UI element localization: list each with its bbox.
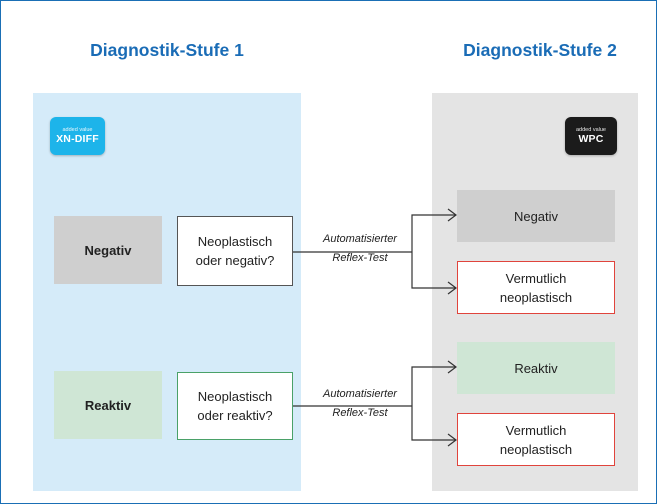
connector-to-vermutlich-1 — [411, 252, 456, 289]
xn-diff-badge-caption: added value — [62, 127, 93, 133]
connector-to-reaktiv — [411, 366, 456, 406]
result-negativ: Negativ — [54, 216, 162, 284]
reflex-test-label-2: Automatisierter Reflex-Test — [310, 385, 410, 423]
outcome-vermutlich-neoplastisch-1: Vermutlich neoplastisch — [457, 261, 615, 314]
outcome-2-line-2: neoplastisch — [499, 441, 573, 457]
reflex-test-label-1-line-1: Automatisierter — [323, 233, 397, 245]
arrowhead-icon — [447, 281, 457, 295]
question-neoplastic-or-negative: Neoplastisch oder negativ? — [177, 216, 293, 286]
question-1-line-1: Neoplastisch — [197, 234, 273, 249]
question-2-line-1: Neoplastisch — [197, 389, 273, 404]
xn-diff-badge-label: XN-DIFF — [56, 133, 99, 145]
question-1-line-2: oder negativ? — [195, 253, 275, 268]
wpc-badge-caption: added value — [576, 127, 606, 133]
stage-1-title: Diagnostik-Stufe 1 — [90, 40, 244, 60]
connector-to-negativ — [411, 214, 456, 252]
outcome-reaktiv: Reaktiv — [457, 342, 615, 394]
reflex-test-label-2-line-1: Automatisierter — [323, 388, 397, 400]
outcome-negativ: Negativ — [457, 190, 615, 242]
wpc-badge-label: WPC — [578, 133, 604, 145]
result-reaktiv: Reaktiv — [54, 371, 162, 439]
outcome-vermutlich-neoplastisch-2: Vermutlich neoplastisch — [457, 413, 615, 466]
reflex-test-label-2-line-2: Reflex-Test — [332, 407, 388, 419]
outcome-1-line-2: neoplastisch — [499, 289, 573, 305]
outcome-2-line-1: Vermutlich — [505, 422, 567, 438]
reflex-test-label-1-line-2: Reflex-Test — [332, 252, 388, 264]
wpc-badge: added value WPC — [565, 117, 617, 155]
question-neoplastic-or-reactive: Neoplastisch oder reaktiv? — [177, 372, 293, 440]
arrowhead-icon — [447, 360, 457, 374]
xn-diff-badge: added value XN-DIFF — [50, 117, 105, 155]
reflex-test-label-1: Automatisierter Reflex-Test — [310, 230, 410, 268]
stage-2-title: Diagnostik-Stufe 2 — [463, 40, 617, 60]
outcome-1-line-1: Vermutlich — [505, 270, 567, 286]
question-2-line-2: oder reaktiv? — [197, 408, 273, 423]
arrowhead-icon — [447, 208, 457, 222]
arrowhead-icon — [447, 433, 457, 447]
connector-to-vermutlich-2 — [411, 406, 456, 441]
